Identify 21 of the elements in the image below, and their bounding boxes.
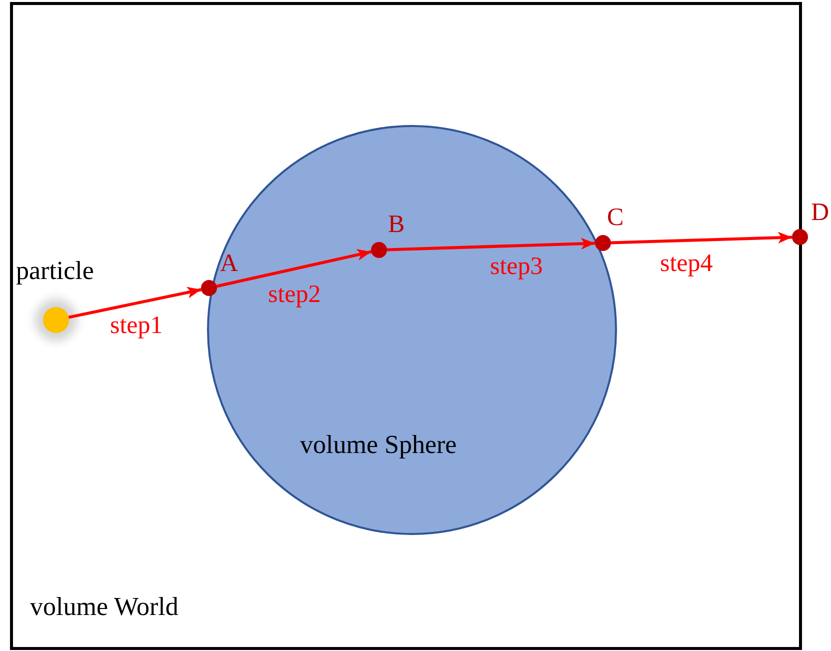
step-arrow: [68, 286, 202, 319]
edge-label: step3: [490, 253, 543, 281]
particle-label: particle: [16, 256, 94, 286]
volume-label: volume World: [30, 592, 178, 622]
particle-dot: [43, 307, 69, 333]
edge-label: step1: [110, 312, 163, 340]
volume-label: volume Sphere: [300, 430, 457, 460]
point-marker: [201, 280, 217, 296]
point-label: B: [388, 211, 405, 239]
point-marker: [792, 229, 808, 245]
edge-label: step4: [660, 250, 713, 278]
edge-label: step2: [268, 281, 321, 309]
step-arrow: [610, 232, 792, 244]
point-marker: [595, 235, 611, 251]
world-volume-frame: [10, 2, 802, 650]
step-arrow: [386, 238, 596, 252]
point-label: D: [811, 199, 830, 227]
point-label: C: [607, 204, 624, 232]
point-label: A: [220, 250, 238, 278]
point-marker: [371, 242, 387, 258]
step-arrow: [216, 249, 372, 288]
